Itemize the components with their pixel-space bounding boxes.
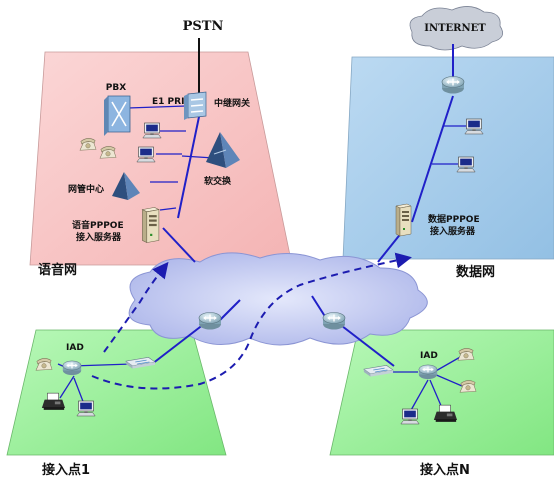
voice-pppoe-label-line1: 语音PPPOE: [72, 219, 124, 231]
internet-cloud-icon: [409, 6, 504, 51]
e1-pri-label: E1 PRI: [152, 97, 184, 107]
access-point-n-label: 接入点N: [420, 462, 470, 478]
network-management-pyramid-icon: [112, 172, 140, 200]
accessN-phone-1-icon: [457, 348, 475, 361]
internet-label: INTERNET: [424, 23, 486, 34]
voice-computer-1-icon: [142, 122, 162, 139]
data-pppoe-server-icon: [395, 203, 412, 237]
iad-right-router-icon: [418, 364, 438, 380]
trunk-gateway-label: 中继网关: [214, 97, 250, 109]
data-network-label: 数据网: [456, 264, 495, 280]
data-network-links: [377, 44, 466, 263]
softswitch-pyramid-icon: [206, 132, 240, 168]
pbx-phone-1-icon: [79, 138, 97, 151]
iad-right-label: IAD: [420, 351, 438, 361]
network-management-label: 网管中心: [68, 183, 104, 195]
pppoe-virtual-paths: [91, 252, 412, 390]
voice-network-label: 语音网: [38, 262, 77, 278]
iad-left-router-icon: [62, 360, 82, 376]
accessN-computer-icon: [400, 408, 420, 425]
data-computer-1-icon: [464, 118, 484, 135]
softswitch-label: 软交换: [204, 175, 232, 187]
internet-router-icon: [441, 76, 465, 94]
access-point-n-zone: [329, 329, 554, 456]
data-pppoe-label-line2: 接入服务器: [430, 225, 476, 237]
core-router-right-icon: [322, 312, 346, 330]
voice-pppoe-server-icon: [141, 206, 160, 244]
pstn-label: PSTN: [183, 19, 224, 34]
access-point-1-zone: [6, 329, 227, 456]
trunk-gateway-icon: [184, 91, 207, 120]
access-point-1-label: 接入点1: [42, 462, 90, 478]
access1-computer-icon: [76, 400, 96, 417]
voice-network-zone: [29, 51, 293, 266]
iad-left-label: IAD: [66, 343, 84, 353]
data-computer-2-icon: [456, 156, 476, 173]
accessN-phone-2-icon: [459, 380, 477, 393]
pbx-phone-2-icon: [99, 146, 117, 159]
data-pppoe-label-line1: 数据PPPOE: [428, 213, 480, 225]
core-router-left-icon: [198, 312, 222, 330]
pbx-label: PBX: [106, 83, 126, 93]
voice-computer-2-icon: [136, 146, 156, 163]
access1-phone-icon: [35, 358, 53, 371]
access-links: [57, 295, 463, 413]
voice-pppoe-label-line2: 接入服务器: [76, 231, 122, 243]
pbx-icon: [104, 95, 131, 136]
